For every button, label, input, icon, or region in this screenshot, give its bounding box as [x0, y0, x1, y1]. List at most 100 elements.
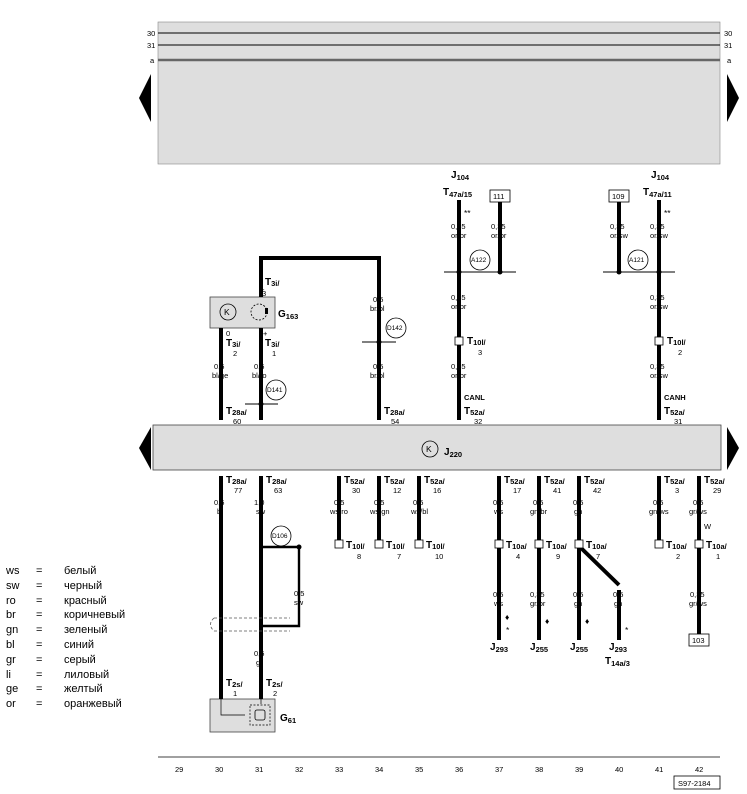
svg-text:0,5: 0,5 [573, 590, 583, 599]
svg-text:0,35: 0,35 [650, 362, 665, 371]
svg-text:3: 3 [675, 486, 679, 495]
svg-text:T52a/: T52a/ [504, 475, 526, 486]
g61-label: G61 [280, 713, 296, 725]
svg-text:gr/ws: gr/ws [689, 599, 707, 608]
svg-text:or/br: or/br [451, 231, 467, 240]
svg-text:T10l/: T10l/ [386, 540, 406, 551]
legend-abbr: ro [6, 594, 16, 607]
legend-name: синий [64, 638, 95, 651]
svg-text:42: 42 [593, 486, 601, 495]
rail-a-right: a [727, 56, 732, 65]
svg-text:0,5: 0,5 [373, 295, 383, 304]
svg-text:0,5: 0,5 [214, 362, 224, 371]
legend-row: ws=белый [6, 564, 125, 579]
splice-d141: D141 [267, 387, 283, 394]
rail-31-right: 31 [724, 41, 732, 50]
svg-text:or/sw: or/sw [650, 231, 669, 240]
legend-name: красный [64, 594, 107, 607]
svg-text:or/sw: or/sw [650, 302, 669, 311]
svg-text:4: 4 [516, 552, 520, 561]
svg-text:br/bl: br/bl [370, 371, 385, 380]
svg-text:0,5: 0,5 [294, 589, 304, 598]
legend-eq: = [36, 579, 43, 592]
svg-text:ws/ro: ws/ro [329, 507, 348, 516]
ruler-number: 39 [575, 765, 583, 774]
svg-text:K: K [426, 444, 432, 454]
splice-a121: A121 [629, 257, 645, 264]
ruler-number: 31 [255, 765, 263, 774]
ruler-number: 38 [535, 765, 543, 774]
svg-text:or/sw: or/sw [650, 371, 669, 380]
legend-name: коричневый [64, 609, 126, 622]
ruler-number: 29 [175, 765, 183, 774]
legend-name: лиловый [64, 668, 110, 681]
svg-text:T10l/: T10l/ [467, 336, 487, 347]
t14a-3-label: T14a/3 [605, 656, 630, 668]
top-rail-panel [157, 21, 721, 165]
svg-text:10: 10 [435, 552, 443, 561]
legend-row: gr=серый [6, 653, 125, 668]
svg-text:-: - [262, 285, 265, 294]
svg-text:0,5: 0,5 [254, 649, 264, 658]
svg-text:T10a/: T10a/ [666, 540, 688, 551]
svg-text:T28a/: T28a/ [226, 475, 248, 486]
svg-text:63: 63 [274, 486, 282, 495]
legend-abbr: ge [6, 683, 19, 696]
svg-text:gr/br: gr/br [530, 599, 546, 608]
svg-text:T28a/: T28a/ [266, 475, 288, 486]
svg-text:0,35: 0,35 [451, 293, 466, 302]
legend-row: gn=зеленый [6, 623, 125, 638]
svg-text:2: 2 [273, 689, 277, 698]
j255-left-label: J255 [530, 642, 548, 654]
left-page-arrow-2 [139, 427, 151, 470]
diagram-code: S97-2184 [678, 779, 711, 788]
canh-label: CANH [664, 393, 686, 402]
legend-row: sw=черный [6, 579, 125, 594]
svg-text:0,5: 0,5 [693, 498, 703, 507]
svg-text:0,35: 0,35 [451, 222, 466, 231]
svg-text:32: 32 [474, 417, 482, 426]
legend-row: bl=синий [6, 638, 125, 653]
svg-text:0,5: 0,5 [573, 498, 583, 507]
svg-text:gr/ws: gr/ws [689, 507, 707, 516]
ruler-number: 32 [295, 765, 303, 774]
t47a-15-label: T47a/15 [443, 187, 472, 199]
svg-text:0,5: 0,5 [374, 498, 384, 507]
svg-text:T3i/: T3i/ [265, 338, 280, 349]
legend-row: ge=желтый [6, 682, 125, 697]
svg-text:0,5: 0,5 [373, 362, 383, 371]
rail-30-left: 30 [147, 29, 155, 38]
legend-eq: = [36, 565, 43, 577]
svg-text:or/br: or/br [491, 231, 507, 240]
svg-text:8: 8 [357, 552, 361, 561]
rail-30-right: 30 [724, 29, 732, 38]
j104-left-label: J104 [451, 170, 470, 182]
svg-text:0,35: 0,35 [650, 293, 665, 302]
ruler-number: 35 [415, 765, 423, 774]
legend-eq: = [36, 683, 43, 696]
ruler-number: 36 [455, 765, 463, 774]
legend-eq: = [36, 698, 43, 711]
svg-text:T10a/: T10a/ [586, 540, 608, 551]
svg-text:T10l/: T10l/ [667, 336, 687, 347]
legend-eq: = [36, 638, 43, 651]
legend-abbr: br [6, 609, 16, 622]
svg-text:7: 7 [397, 552, 401, 561]
svg-text:T2s/: T2s/ [266, 678, 283, 689]
legend-name: черный [64, 579, 103, 592]
svg-text:♦: ♦ [505, 612, 510, 622]
svg-text:17: 17 [513, 486, 521, 495]
splice-d142: D142 [387, 325, 403, 332]
svg-text:T10a/: T10a/ [506, 540, 528, 551]
svg-text:ws: ws [493, 507, 503, 516]
legend-eq: = [36, 668, 43, 681]
svg-text:1: 1 [716, 552, 720, 561]
left-page-arrow [139, 74, 151, 122]
svg-text:T28a/: T28a/ [384, 406, 406, 417]
g163-sensor [209, 296, 276, 329]
j293-right-label: J293 [609, 642, 627, 654]
svg-text:T3i/: T3i/ [265, 277, 280, 288]
svg-text:3: 3 [478, 348, 482, 357]
ruler-number: 33 [335, 765, 343, 774]
